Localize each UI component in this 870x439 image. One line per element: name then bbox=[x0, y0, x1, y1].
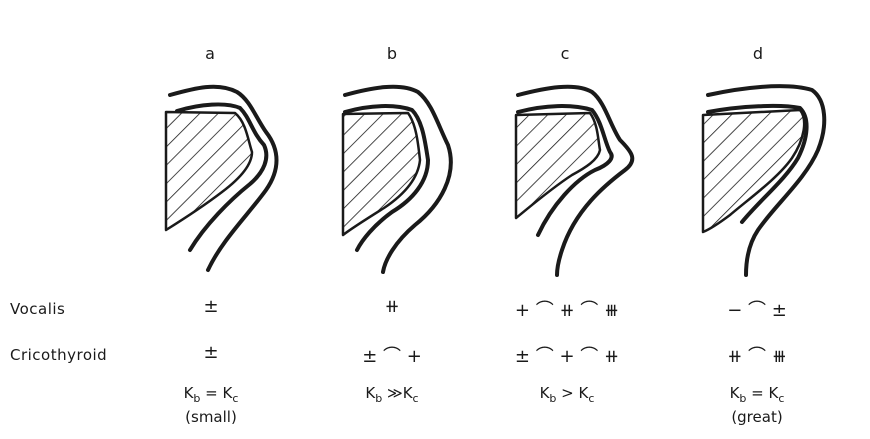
panel-label-b: b bbox=[386, 44, 398, 63]
relation-b: Kb ≫Kc bbox=[365, 384, 419, 405]
relation-note-d: (great) bbox=[731, 408, 783, 426]
hatched-fold-a bbox=[164, 110, 254, 232]
panel-label-d: d bbox=[752, 44, 764, 63]
vocalis-c: + ⌒ ⧺ ⌒ ⧻ bbox=[514, 300, 620, 321]
vocalis-d: − ⌒ ± bbox=[727, 300, 787, 321]
vocalis-a: ± bbox=[203, 296, 219, 317]
fold-shape-d bbox=[701, 84, 827, 277]
relation-a: Kb = Kc (small) bbox=[183, 384, 239, 426]
relation-d: Kb = Kc (great) bbox=[729, 384, 785, 426]
cricothyroid-a: ± bbox=[203, 342, 219, 363]
fold-shape-a bbox=[164, 84, 279, 272]
cricothyroid-d: ⧺ ⌒ ⧻ bbox=[727, 346, 787, 367]
hatched-fold-b bbox=[341, 111, 422, 237]
cricothyroid-b: ± ⌒ + bbox=[362, 346, 422, 367]
relation-c: Kb > Kc bbox=[539, 384, 595, 405]
fold-shape-c bbox=[514, 84, 635, 277]
panel-label-a: a bbox=[205, 44, 215, 63]
hatched-fold-c bbox=[514, 111, 602, 220]
fold-shape-b bbox=[341, 84, 453, 274]
row-label-vocalis: Vocalis bbox=[10, 300, 66, 318]
relation-note-a: (small) bbox=[185, 408, 237, 426]
cricothyroid-c: ± ⌒ + ⌒ ⧺ bbox=[514, 346, 620, 367]
hatched-fold-d bbox=[701, 108, 806, 234]
row-label-cricothyroid: Cricothyroid bbox=[10, 346, 108, 364]
vocalis-b: ⧺ bbox=[384, 296, 400, 317]
panel-label-c: c bbox=[560, 44, 570, 63]
